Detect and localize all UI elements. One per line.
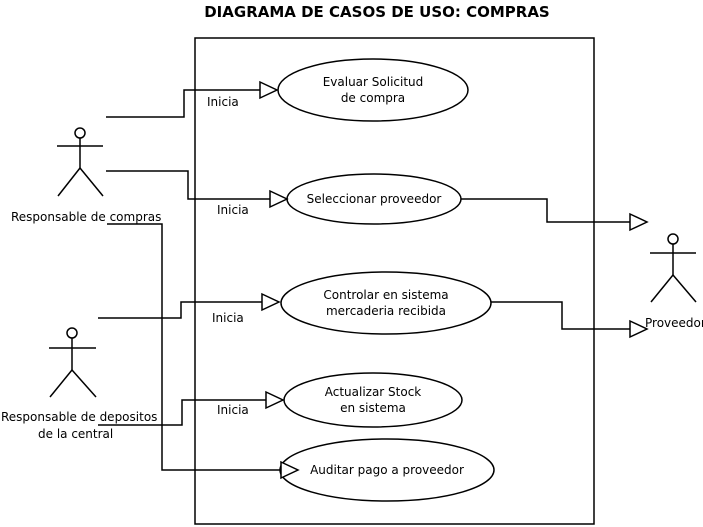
relation-label-actualizar: Inicia (217, 403, 249, 417)
actor-responsable-depositos (49, 327, 97, 398)
actor-label-depositos-line1: Responsable de depositos (1, 410, 157, 424)
association-seleccionar-proveedor (461, 198, 649, 232)
association-controlar-proveedor (491, 301, 649, 339)
use-case-evaluar-line2: de compra (341, 91, 405, 105)
actor-label-compras: Responsable de compras (11, 210, 161, 224)
association-evaluar (106, 80, 279, 118)
use-case-evaluar-line1: Evaluar Solicitud (323, 75, 424, 89)
actor-responsable-compras (57, 127, 104, 197)
relation-label-evaluar: Inicia (207, 95, 239, 109)
diagram-title: DIAGRAMA DE CASOS DE USO: COMPRAS (204, 3, 550, 21)
association-actualizar (98, 390, 285, 426)
association-controlar (98, 292, 281, 319)
use-case-actualizar-stock (283, 372, 463, 428)
use-case-actualizar-line2: en sistema (340, 401, 406, 415)
association-seleccionar (106, 170, 289, 209)
use-case-seleccionar-label: Seleccionar proveedor (307, 192, 442, 206)
system-boundary (194, 37, 595, 525)
relation-label-seleccionar: Inicia (217, 203, 249, 217)
use-case-actualizar-line1: Actualizar Stock (325, 385, 422, 399)
association-auditar (107, 223, 300, 480)
use-case-controlar-line1: Controlar en sistema (323, 288, 448, 302)
actor-label-proveedor: Proveedor (645, 316, 703, 330)
relation-label-controlar: Inicia (212, 311, 244, 325)
use-case-controlar-line2: mercaderia recibida (326, 304, 446, 318)
use-case-evaluar-solicitud (277, 58, 469, 122)
actor-proveedor (650, 233, 697, 303)
use-case-auditar-label: Auditar pago a proveedor (310, 463, 464, 477)
actor-label-depositos-line2: de la central (38, 427, 113, 441)
use-case-controlar-mercaderia (280, 271, 492, 335)
